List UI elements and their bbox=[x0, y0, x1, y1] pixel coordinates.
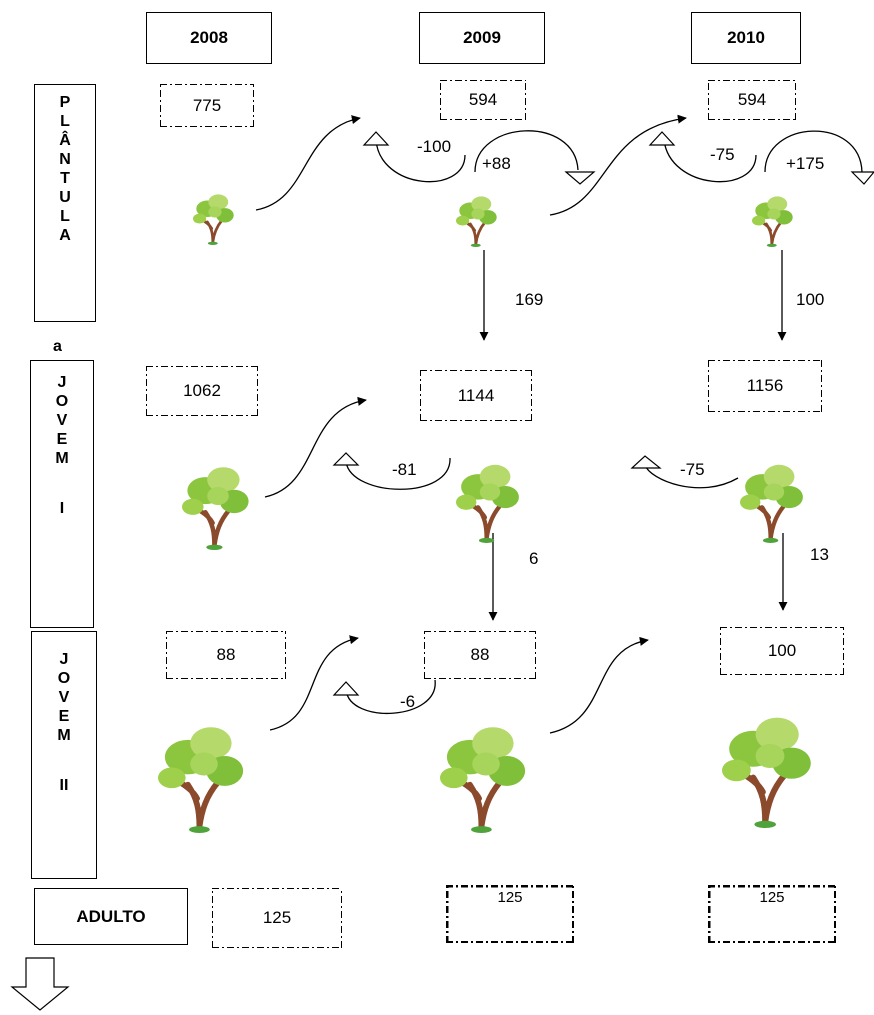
stage-letter: I bbox=[59, 500, 65, 517]
stage-connector: a bbox=[53, 338, 62, 355]
flow-plantula-loss-2009: -100 bbox=[417, 137, 452, 156]
stage-letter: J bbox=[59, 651, 69, 668]
value-adulto-2009: 125 bbox=[446, 885, 574, 943]
value-jovem1-2008: 1062 bbox=[146, 366, 258, 416]
hollow-arrow-up-icon bbox=[362, 131, 390, 146]
value-jovem2-2010: 100 bbox=[720, 627, 844, 675]
loss-loop bbox=[345, 679, 436, 715]
year-header-2009: 2009 bbox=[419, 12, 545, 64]
tree-icon bbox=[722, 718, 811, 828]
stage-letter: L bbox=[60, 208, 70, 225]
stage-letter: V bbox=[56, 412, 68, 429]
flow-plantula-to-jovem1-2010: 100 bbox=[796, 290, 825, 309]
stage-letter: O bbox=[55, 393, 69, 410]
stage-letter: O bbox=[57, 670, 71, 687]
year-label: 2010 bbox=[727, 28, 765, 47]
flow-jovem1-loss-2009: -81 bbox=[392, 460, 417, 479]
flow-plantula-loss-2010: -75 bbox=[710, 145, 735, 164]
tree-icon bbox=[158, 727, 243, 833]
hollow-arrow-down-icon bbox=[850, 171, 874, 185]
gain-loop bbox=[474, 130, 579, 173]
value-jovem2-2009: 88 bbox=[424, 631, 536, 679]
hollow-arrow-up-icon bbox=[332, 681, 360, 696]
tree-icon bbox=[454, 195, 499, 249]
gain-loop bbox=[764, 130, 863, 173]
loss-loop bbox=[375, 139, 466, 183]
hollow-arrow-down-icon bbox=[564, 171, 596, 185]
loss-loop bbox=[345, 457, 451, 490]
stage-letter: E bbox=[58, 708, 70, 725]
stage-letter: Â bbox=[59, 132, 71, 149]
stage-jovem-1: J O V E M I bbox=[30, 360, 94, 628]
stage-plantula: P L Â N T U L A bbox=[34, 84, 96, 322]
stage-letter: P bbox=[59, 94, 71, 111]
stage-jovem-2: J O V E M II bbox=[31, 631, 97, 879]
value-plantula-2008: 775 bbox=[160, 84, 254, 127]
flow-jovem1-loss-2010: -75 bbox=[680, 460, 705, 479]
flow-plantula-gain-2010: +175 bbox=[786, 154, 825, 173]
year-header-2010: 2010 bbox=[691, 12, 801, 64]
value-adulto-2010: 125 bbox=[708, 885, 836, 943]
stage-letter: N bbox=[59, 151, 71, 168]
tree-icon bbox=[456, 465, 519, 543]
tree-icon bbox=[740, 465, 803, 543]
transition-arrow bbox=[549, 114, 687, 216]
year-label: 2009 bbox=[463, 28, 501, 47]
value-jovem2-2008: 88 bbox=[166, 631, 286, 679]
hollow-arrow-up-icon bbox=[332, 452, 360, 466]
value-plantula-2009: 594 bbox=[440, 80, 526, 120]
stage-letter: J bbox=[57, 374, 67, 391]
stage-letter: V bbox=[58, 689, 70, 706]
value-plantula-2010: 594 bbox=[708, 80, 796, 120]
flow-plantula-to-jovem1-2009: 169 bbox=[515, 290, 544, 309]
flow-plantula-gain-2009: +88 bbox=[482, 154, 511, 173]
flow-jovem2-loss-2009: -6 bbox=[400, 692, 416, 711]
tree-icon bbox=[182, 467, 249, 550]
hollow-arrow-up-icon bbox=[630, 455, 662, 469]
stage-letter: L bbox=[60, 113, 70, 130]
loss-loop bbox=[663, 139, 757, 183]
transition-arrow bbox=[269, 635, 359, 731]
stage-letter: M bbox=[55, 450, 69, 467]
loss-loop bbox=[644, 464, 739, 489]
transition-arrow bbox=[549, 636, 649, 734]
stage-letter: T bbox=[60, 170, 70, 187]
transition-arrow bbox=[255, 115, 361, 211]
value-jovem1-2009: 1144 bbox=[420, 370, 532, 421]
flow-jovem1-to-jovem2-2010: 13 bbox=[810, 545, 829, 564]
transition-arrow bbox=[264, 396, 367, 498]
stage-letter: M bbox=[57, 727, 71, 744]
tree-icon bbox=[750, 195, 795, 249]
stage-letter: A bbox=[59, 227, 71, 244]
flow-jovem1-to-jovem2-2009: 6 bbox=[529, 549, 539, 568]
year-label: 2008 bbox=[190, 28, 228, 47]
stage-letter: II bbox=[59, 777, 69, 794]
outflow-arrow-icon bbox=[10, 957, 70, 1011]
stage-adulto: ADULTO bbox=[34, 888, 188, 945]
value-adulto-2008: 125 bbox=[212, 888, 342, 948]
tree-icon bbox=[191, 193, 236, 247]
stage-letter: E bbox=[56, 431, 68, 448]
hollow-arrow-up-icon bbox=[648, 131, 676, 146]
tree-icon bbox=[440, 727, 525, 833]
value-jovem1-2010: 1156 bbox=[708, 360, 822, 412]
stage-adulto-label: ADULTO bbox=[76, 907, 146, 926]
stage-letter: U bbox=[59, 189, 71, 206]
year-header-2008: 2008 bbox=[146, 12, 272, 64]
